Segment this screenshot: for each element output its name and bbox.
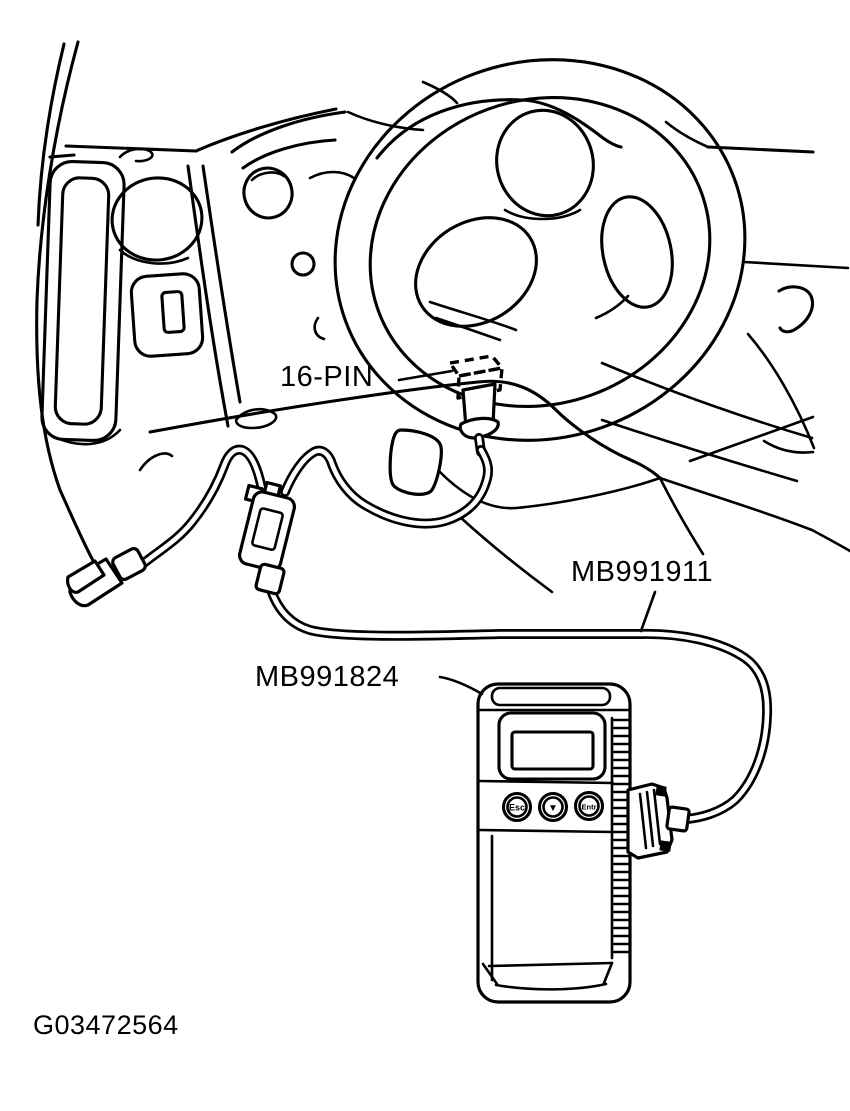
seat-floor-lines xyxy=(435,361,850,594)
connector-strain-relief xyxy=(665,805,691,833)
steering-hub xyxy=(495,108,595,218)
leader-lines xyxy=(397,369,657,696)
left-cable-plug xyxy=(66,546,147,608)
ribbed-grip-edge xyxy=(610,716,631,960)
spoke-opening-left xyxy=(414,216,538,328)
escape-button-label: Esc xyxy=(509,803,525,813)
side-connector xyxy=(626,782,691,860)
leader-mb991911 xyxy=(639,590,657,633)
label-cable-mb991911: MB991911 xyxy=(571,556,714,588)
down-arrow-button[interactable]: ▼ xyxy=(537,791,569,823)
enter-button-label: Entr xyxy=(582,803,597,812)
junction-window xyxy=(251,507,284,552)
label-scan-tool-mb991824: MB991824 xyxy=(255,661,400,693)
scan-tool-top-ridge xyxy=(490,686,612,707)
figure-number: G03472564 xyxy=(33,1010,179,1040)
down-arrow-icon: ▼ xyxy=(548,803,558,814)
label-16pin-connector: 16-PIN xyxy=(280,361,374,393)
spoke-opening-right xyxy=(600,195,674,309)
display-bezel xyxy=(497,711,607,781)
display-screen xyxy=(510,730,595,771)
leader-16pin xyxy=(397,369,454,382)
leader-mb991824 xyxy=(438,675,484,696)
escape-button[interactable]: Esc xyxy=(501,791,533,823)
scan-tool-device: Esc ▼ Entr xyxy=(476,682,691,1004)
accelerator-pedal xyxy=(388,428,443,496)
dashboard-lines xyxy=(35,40,850,568)
steering-wheel xyxy=(333,58,747,442)
cable-junction xyxy=(237,480,297,596)
diagnostic-cable xyxy=(135,444,773,824)
enter-button[interactable]: Entr xyxy=(573,790,605,822)
